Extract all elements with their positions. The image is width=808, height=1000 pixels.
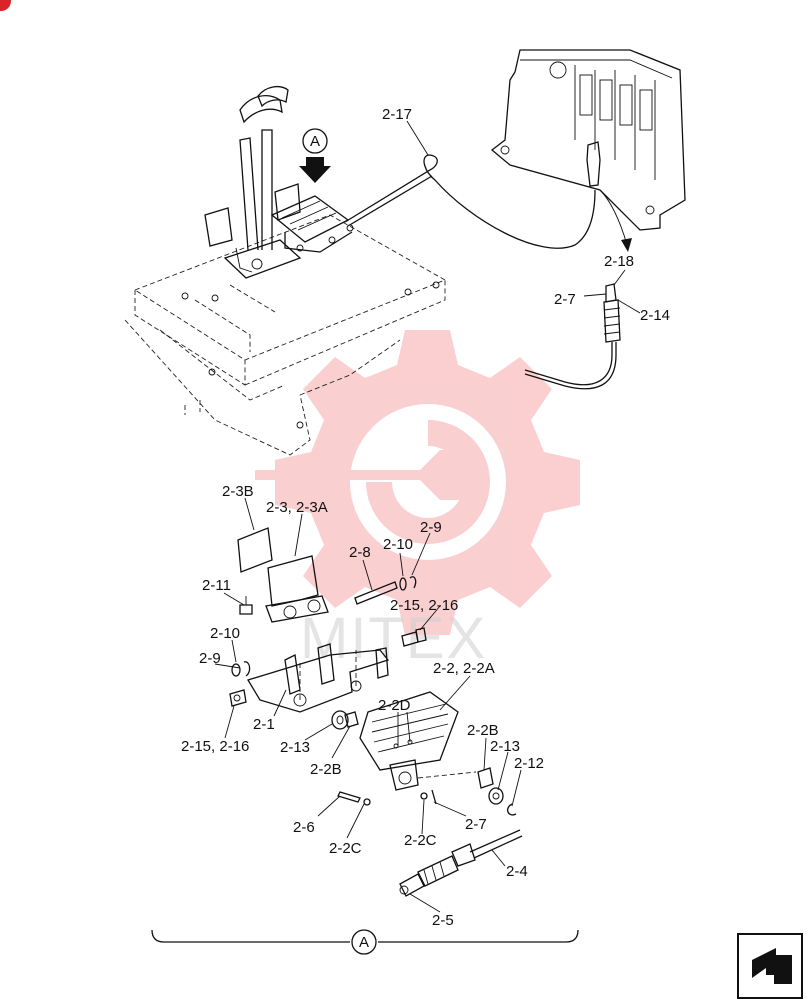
return-arrow-icon bbox=[752, 948, 792, 984]
label-2-9-b: 2-9 bbox=[199, 650, 221, 667]
section-marker-label: A bbox=[359, 934, 369, 951]
part-2-9-clip-b bbox=[243, 661, 251, 677]
part-2-2B-bushing-b bbox=[477, 767, 494, 789]
corner-badge bbox=[0, 0, 11, 11]
label-2-10-b: 2-10 bbox=[210, 625, 240, 642]
label-2-13: 2-13 bbox=[280, 739, 310, 756]
part-2-4-cable bbox=[399, 829, 523, 897]
cable-2-17 bbox=[344, 154, 596, 249]
part-2-13-washer-a bbox=[331, 710, 349, 730]
label-2-15-2-16: 2-15, 2-16 bbox=[390, 597, 458, 614]
label-2-3: 2-3, 2-3A bbox=[266, 499, 328, 516]
part-2-15-fitting-b bbox=[229, 689, 247, 707]
label-2-15-2-16-b: 2-15, 2-16 bbox=[181, 738, 249, 755]
label-2-1: 2-1 bbox=[253, 716, 275, 733]
leader-lines bbox=[214, 120, 641, 913]
detail-curve-arrow bbox=[599, 189, 628, 246]
label-2-7-b: 2-7 bbox=[465, 816, 487, 833]
machine-floor-frame bbox=[124, 214, 447, 456]
label-2-2B: 2-2B bbox=[310, 761, 342, 778]
label-2-9: 2-9 bbox=[420, 519, 442, 536]
label-2-2C: 2-2C bbox=[329, 840, 362, 857]
watermark-text: MITEX bbox=[300, 606, 487, 671]
part-2-3-pedal bbox=[265, 555, 329, 623]
label-2-7: 2-7 bbox=[554, 291, 576, 308]
label-2-3B: 2-3B bbox=[222, 483, 254, 500]
part-2-6-pin bbox=[337, 791, 361, 803]
part-2-2C-a bbox=[363, 798, 371, 806]
cable-end-2-18 bbox=[524, 283, 621, 390]
part-2-2B-bushing-a bbox=[344, 711, 359, 728]
label-2-8: 2-8 bbox=[349, 544, 371, 561]
label-2-17: 2-17 bbox=[382, 106, 412, 123]
label-2-2C-b: 2-2C bbox=[404, 832, 437, 849]
label-2-18: 2-18 bbox=[604, 253, 634, 270]
part-2-5-clevis bbox=[399, 873, 425, 897]
part-2-13-washer-b bbox=[488, 787, 504, 805]
label-2-13-b: 2-13 bbox=[490, 738, 520, 755]
label-2-2D: 2-2D bbox=[378, 697, 411, 714]
view-direction-arrow bbox=[299, 157, 331, 183]
part-labels: 2-17 2-18 2-7 2-14 2-3B 2-3, 2-3A 2-8 2-… bbox=[181, 106, 670, 929]
label-2-10: 2-10 bbox=[383, 536, 413, 553]
part-2-10-washer bbox=[399, 577, 407, 591]
svg-text:A: A bbox=[310, 133, 320, 150]
part-2-2C-b bbox=[420, 792, 428, 800]
control-levers bbox=[204, 85, 302, 279]
part-2-8-pin bbox=[354, 581, 398, 605]
part-2-9-clip bbox=[409, 576, 417, 589]
label-2-12: 2-12 bbox=[514, 755, 544, 772]
label-2-2B-b: 2-2B bbox=[467, 722, 499, 739]
part-2-12-clip bbox=[507, 803, 517, 816]
view-marker-a: A bbox=[299, 128, 331, 183]
control-valve-block bbox=[490, 49, 686, 231]
section-bracket-a: A bbox=[151, 929, 579, 955]
label-2-14: 2-14 bbox=[640, 307, 670, 324]
pedal-assembly-top bbox=[270, 183, 354, 253]
return-button[interactable] bbox=[737, 933, 803, 999]
label-2-6: 2-6 bbox=[293, 819, 315, 836]
label-2-11: 2-11 bbox=[202, 577, 231, 594]
part-2-7-pin bbox=[431, 789, 437, 805]
part-2-2-pedal bbox=[359, 691, 459, 791]
label-2-5: 2-5 bbox=[432, 912, 454, 929]
part-2-3B-pad bbox=[237, 527, 273, 573]
label-2-4: 2-4 bbox=[506, 863, 528, 880]
label-2-2: 2-2, 2-2A bbox=[433, 660, 495, 677]
watermark-gear-logo bbox=[255, 330, 580, 635]
part-2-1-bracket bbox=[247, 643, 390, 713]
part-2-10-washer-b bbox=[231, 663, 241, 677]
part-2-11-bolt bbox=[239, 596, 253, 615]
